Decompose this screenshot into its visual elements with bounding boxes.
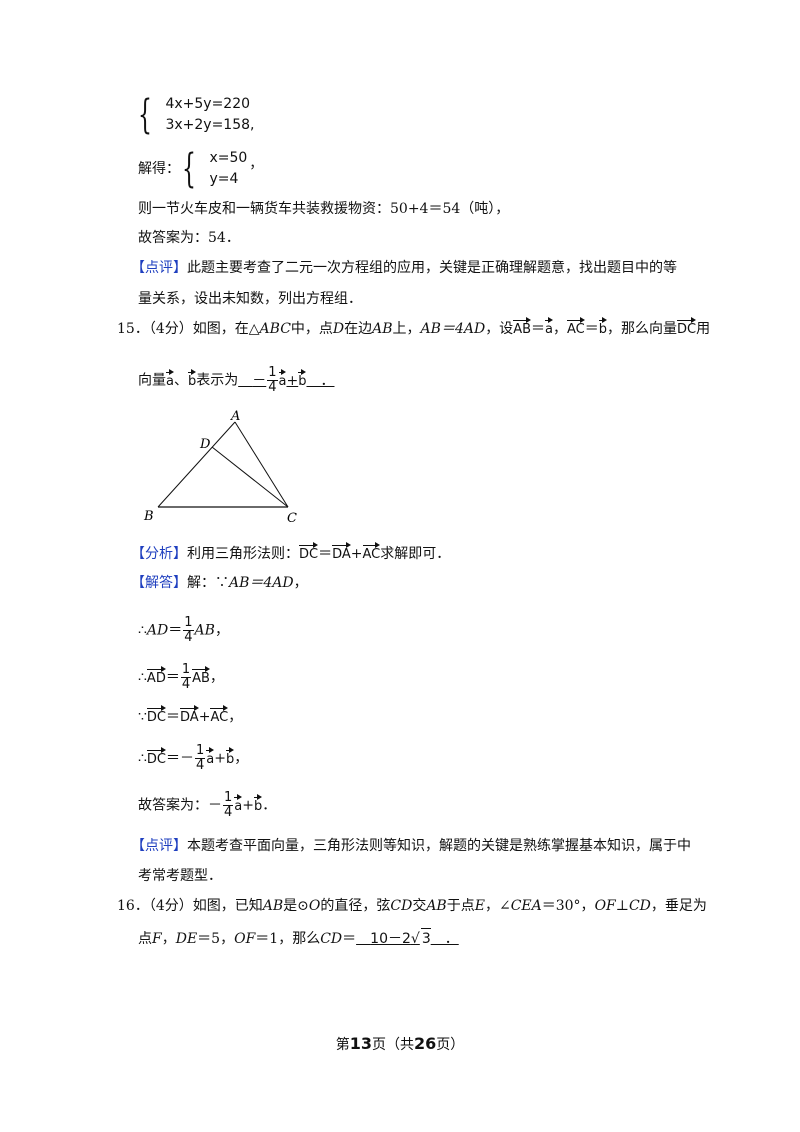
analysis-tag: 【分析】 xyxy=(131,546,187,562)
left-brace: { xyxy=(182,146,196,192)
solution-y: y=4 xyxy=(209,171,239,187)
question-15-line1: 15．（4分）如图，在△ABC中，点D在边AB上，AB＝4AD，设AB＝a，AC… xyxy=(117,317,710,339)
question-16-line2: 点F，DE＝5，OF＝1，那么CD＝＿10－2√3＿． xyxy=(138,928,459,949)
total-pages: 26 xyxy=(414,1034,437,1053)
left-brace: { xyxy=(138,92,152,138)
comment-tag: 【点评】 xyxy=(131,260,187,276)
page-number: 13 xyxy=(349,1034,372,1053)
comment-tag: 【点评】 xyxy=(131,838,187,854)
answer-blank: ＿10－2√3＿． xyxy=(356,928,459,947)
triangle-diagram: A B C D xyxy=(143,409,297,526)
comment-14-line1: 【点评】此题主要考查了二元一次方程组的应用，关键是正确理解题意，找出题目中的等 xyxy=(131,260,677,276)
equation-1: 4x+5y=220 xyxy=(165,96,251,112)
side-ac xyxy=(234,421,289,508)
solve-trail: ， xyxy=(249,156,264,172)
solve-label: 解得： xyxy=(138,161,180,177)
vector-ab: AB xyxy=(513,317,531,337)
label-b: B xyxy=(143,509,154,524)
segment-dc xyxy=(211,446,289,508)
page-footer: 第13页（共26页） xyxy=(335,1034,465,1053)
solution-system: 解得： { x=50 y=4 ， xyxy=(138,148,263,190)
comment-14-line2: 量关系，设出未知数，列出方程组． xyxy=(138,291,362,307)
sqrt-sign: √ xyxy=(410,931,420,947)
label-a: A xyxy=(230,409,240,424)
solution-x: x=50 xyxy=(209,150,248,166)
solution-intro: 【解答】解：∵AB＝4AD， xyxy=(131,575,308,591)
equation-2: 3x+2y=158, xyxy=(165,117,255,133)
vector-b: b xyxy=(598,317,608,337)
label-d: D xyxy=(199,437,211,452)
comment-15-line1: 【点评】本题考查平面向量，三角形法则等知识，解题的关键是熟练掌握基本知识，属于中 xyxy=(131,838,691,854)
equation-system: { 4x+5y=220 3x+2y=158, xyxy=(138,94,254,136)
vector-dc: DC xyxy=(676,317,697,337)
side-ab xyxy=(157,421,236,508)
label-c: C xyxy=(287,511,297,526)
comment-15-line2: 考常考题型． xyxy=(138,868,222,884)
vector-ac: AC xyxy=(566,317,585,337)
vector-a: a xyxy=(545,317,553,337)
solution-tag: 【解答】 xyxy=(131,575,187,591)
analysis-line: 【分析】利用三角形法则：DC＝DA+AC求解即可． xyxy=(131,542,450,564)
total-line: 则一节火车皮和一辆货车共装救援物资：50+4＝54（吨）， xyxy=(138,201,510,217)
solution-step-3: ∵DC＝DA+AC， xyxy=(138,705,242,727)
answer-14: 故答案为：54． xyxy=(138,230,240,246)
question-16-line1: 16．（4分）如图，已知AB是⊙O的直径，弦CD交AB于点E，∠CEA＝30°，… xyxy=(117,898,707,914)
